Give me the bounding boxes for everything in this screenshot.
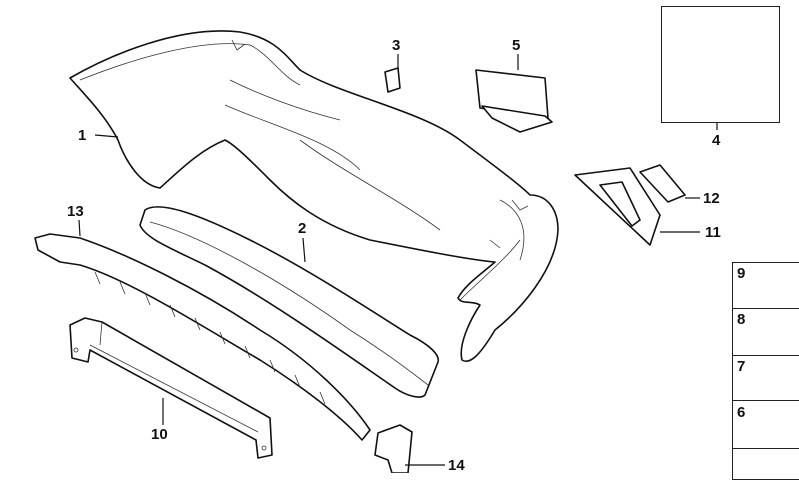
callout-10: 10	[151, 426, 168, 443]
lower-trim-part	[34, 233, 371, 441]
callout-13: 13	[67, 203, 84, 220]
impact-absorber-part	[139, 206, 439, 398]
callout-1: 1	[78, 127, 87, 144]
callout-11: 11	[705, 224, 721, 241]
callout-14: 14	[448, 457, 465, 474]
part-pad-box	[732, 448, 799, 480]
callout-2: 2	[298, 220, 307, 237]
callout-6: 6	[737, 404, 746, 421]
part-6-box	[732, 400, 799, 450]
bumper-cover-part	[69, 30, 559, 362]
cap-3-part	[384, 67, 401, 93]
callout-12: 12	[703, 190, 720, 207]
carrier-bracket-part	[69, 317, 273, 459]
leader-lines	[78, 54, 718, 466]
callout-7: 7	[737, 358, 746, 375]
bracket-14-part	[374, 424, 413, 473]
part-4-box	[661, 6, 780, 123]
reflector-12-part	[639, 164, 686, 203]
part-8-box	[732, 308, 799, 357]
part-7-box	[732, 355, 799, 402]
bracket-5-part	[475, 69, 553, 133]
reflector-11-part	[574, 167, 661, 246]
callout-3: 3	[392, 37, 401, 54]
callout-5: 5	[512, 37, 521, 54]
callout-9: 9	[737, 265, 746, 282]
callout-4: 4	[712, 132, 721, 149]
callout-8: 8	[737, 311, 746, 328]
